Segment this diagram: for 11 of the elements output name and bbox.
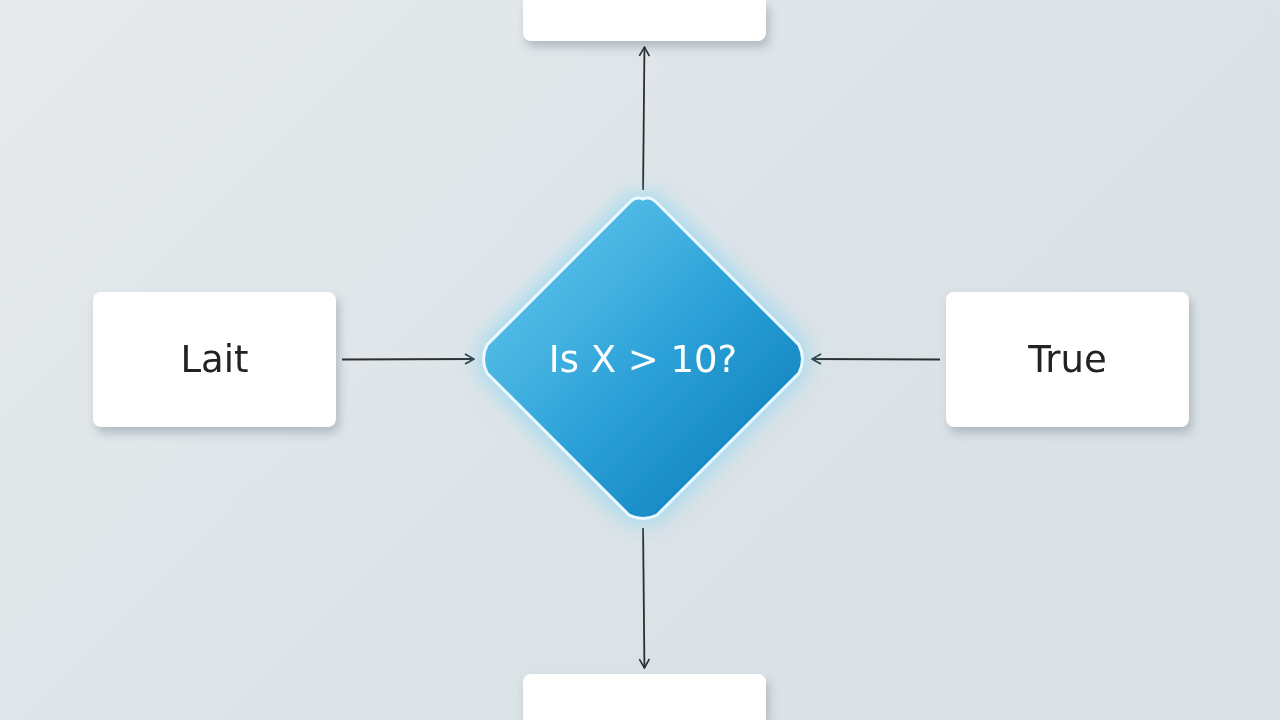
box-label: Lait xyxy=(180,338,249,381)
decision-text: Is X > 10? xyxy=(548,337,738,381)
arrow xyxy=(811,353,941,365)
process-box xyxy=(93,292,336,427)
process-box xyxy=(523,674,766,720)
arrow xyxy=(638,527,651,669)
arrow xyxy=(341,353,475,365)
process-box xyxy=(523,0,766,41)
arrow xyxy=(638,46,651,191)
box-label: True xyxy=(1028,338,1107,381)
process-box xyxy=(946,292,1189,427)
